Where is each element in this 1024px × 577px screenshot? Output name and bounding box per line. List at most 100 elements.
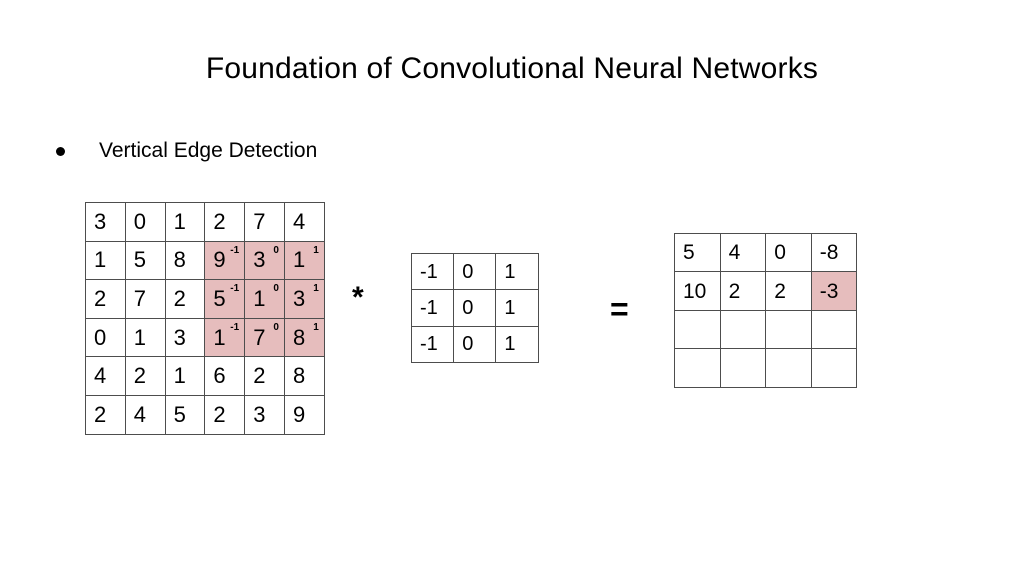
matrix-cell-superscript: -1	[230, 283, 240, 295]
matrix-cell	[810, 348, 858, 388]
matrix-cell: 0	[124, 202, 166, 242]
matrix-cell-value: 2	[213, 401, 226, 427]
matrix-cell-value: 5	[683, 241, 695, 265]
matrix-cell: 4	[719, 232, 767, 273]
matrix-cell-value: 1	[292, 247, 306, 273]
matrix-cell: 10	[674, 271, 721, 311]
matrix-cell: 3	[164, 317, 206, 358]
matrix-cell	[674, 309, 721, 350]
matrix-cell-value: 2	[94, 285, 107, 311]
matrix-cell-value: -3	[819, 279, 839, 303]
matrix-cell-value: 2	[253, 363, 266, 389]
matrix-cell-superscript: 0	[273, 244, 279, 256]
matrix-cell-value: 4	[728, 241, 741, 265]
matrix-cell: -1	[410, 325, 455, 363]
matrix-cell: 9 -1	[204, 240, 246, 281]
page-title: Foundation of Convolutional Neural Netwo…	[205, 52, 819, 85]
matrix-cell-value: 9	[213, 247, 226, 273]
matrix-cell-value: 4	[94, 363, 107, 389]
bullet-item-label: Vertical Edge Detection	[99, 139, 318, 162]
matrix-cell-superscript: 0	[273, 283, 279, 295]
matrix-cell: 1	[495, 325, 539, 363]
matrix-cell-value: 1	[133, 324, 147, 350]
matrix-cell-value: 2	[213, 208, 226, 234]
matrix-cell-value: 3	[94, 208, 107, 234]
matrix-cell-value: 1	[94, 247, 107, 273]
matrix-row	[674, 309, 858, 350]
matrix-cell-value: 6	[213, 363, 226, 389]
equals-operator: =	[610, 291, 629, 327]
matrix-cell-value: 2	[94, 401, 107, 427]
matrix-cell-value: -8	[819, 241, 839, 265]
matrix-cell-value: 8	[292, 363, 306, 389]
matrix-cell: -1	[410, 252, 455, 291]
matrix-cell-value: 0	[462, 260, 474, 283]
matrix-cell-superscript: 0	[273, 321, 279, 333]
matrix-cell	[719, 348, 767, 388]
matrix-cell	[765, 309, 812, 350]
matrix-cell: 3	[244, 394, 285, 435]
matrix-cell: 5	[674, 232, 721, 273]
matrix-cell: 4	[283, 202, 325, 242]
matrix-cell: 0	[453, 289, 497, 327]
matrix-cell-value: 0	[774, 241, 786, 265]
matrix-cell: 4	[85, 356, 126, 396]
matrix-cell: 2	[204, 202, 246, 242]
matrix-cell-superscript: 1	[313, 283, 319, 295]
matrix-cell-value: 3	[292, 285, 306, 311]
matrix-cell-value: 2	[173, 285, 186, 311]
matrix-cell-value: 2	[133, 363, 147, 389]
convolution-operator: *	[352, 281, 364, 314]
matrix-cell: -8	[810, 232, 858, 273]
matrix-cell: 1	[495, 289, 539, 327]
matrix-cell-superscript: 1	[313, 244, 319, 256]
matrix-cell: 0	[453, 325, 497, 363]
matrix-cell	[674, 348, 721, 388]
matrix-cell-value: 3	[173, 324, 186, 350]
matrix-cell-superscript: -1	[230, 244, 240, 256]
matrix-cell: 8	[283, 356, 325, 396]
bullet-dot-icon	[56, 146, 65, 156]
matrix-cell-value: 1	[253, 285, 266, 311]
matrix-cell-value: 4	[133, 401, 147, 427]
matrix-cell-value: 0	[462, 333, 474, 356]
matrix-cell: 5	[164, 394, 206, 435]
matrix-cell-value: 0	[462, 296, 474, 319]
matrix-cell-value: -1	[420, 333, 438, 356]
matrix-cell: 1	[85, 240, 126, 281]
matrix-cell-value: 3	[253, 247, 266, 273]
matrix-cell: 9	[283, 394, 325, 435]
matrix-cell: 2	[765, 271, 812, 311]
matrix-cell-value: 1	[504, 296, 516, 319]
matrix-cell: 2	[244, 356, 285, 396]
matrix-cell-value: 0	[94, 324, 107, 350]
matrix-cell-value: 8	[292, 324, 306, 350]
matrix-cell: 2	[85, 394, 126, 435]
matrix-cell: 0	[85, 317, 126, 358]
matrix-row: -1 0 1	[410, 325, 539, 363]
matrix-row: 5 4 0 -8	[674, 232, 858, 273]
matrix-cell-value: 7	[253, 208, 266, 234]
matrix-cell-value: 1	[504, 333, 516, 356]
matrix-cell: 6	[204, 356, 246, 396]
matrix-cell-value: 8	[173, 247, 186, 273]
matrix-cell-value: 10	[683, 279, 707, 303]
matrix-cell: 4	[124, 394, 166, 435]
matrix-cell: 2	[124, 356, 166, 396]
matrix-cell: 8	[164, 240, 206, 281]
matrix-cell: 1	[164, 202, 206, 242]
